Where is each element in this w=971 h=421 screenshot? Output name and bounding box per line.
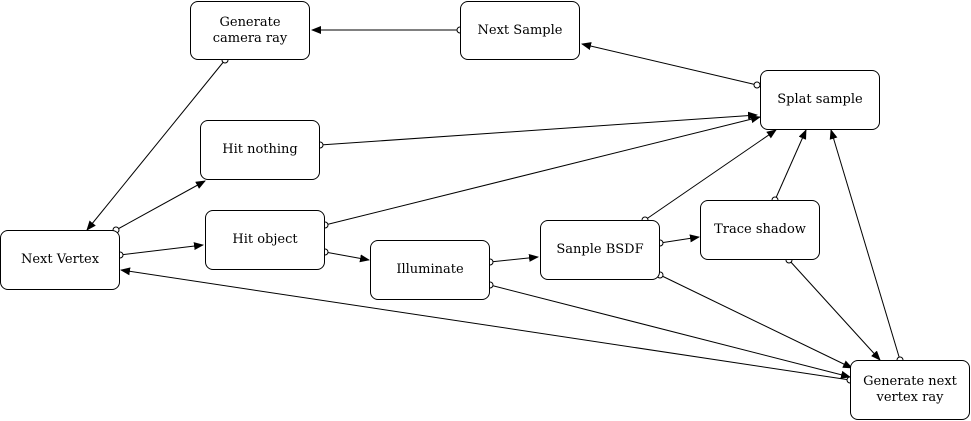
generate-camera-ray-node[interactable]: Generate camera ray (190, 1, 310, 60)
next-vertex-node[interactable]: Next Vertex (0, 230, 120, 290)
edge-generate-next-vertex-ray-to-next-vertex (120, 267, 851, 381)
splat-sample-node[interactable]: Splat sample (760, 70, 880, 130)
generate-next-vertex-ray-node[interactable]: Generate next vertex ray (850, 360, 970, 420)
edge-trace-shadow-to-splat-sample (774, 129, 807, 201)
edge-illuminate-to-sample-bsdf (489, 253, 539, 263)
edge-hit-object-to-illuminate (324, 251, 370, 263)
node-label: Splat sample (777, 92, 863, 107)
hit-object-node[interactable]: Hit object (205, 210, 325, 270)
sample-bsdf-node[interactable]: Sanple BSDF (540, 220, 660, 280)
edge-next-vertex-to-hit-nothing (115, 180, 206, 231)
node-label: Next Sample (477, 22, 563, 38)
edge-hit-object-to-splat-sample (324, 115, 761, 226)
node-label: Generate next vertex ray (863, 374, 957, 405)
edge-illuminate-to-generate-next-vertex-ray (489, 284, 851, 379)
node-label: Hit nothing (222, 142, 298, 157)
next-sample-node[interactable]: Next Sample (460, 1, 580, 60)
edge-next-vertex-to-hit-object (119, 242, 204, 256)
edge-sample-bsdf-to-generate-next-vertex-ray (659, 274, 853, 369)
node-label: Generate camera ray (212, 14, 288, 46)
edge-sample-bsdf-to-trace-shadow (659, 234, 700, 244)
edge-sample-bsdf-to-splat-sample (644, 129, 777, 221)
edge-generate-next-vertex-ray-to-splat-sample (829, 129, 901, 361)
trace-shadow-node[interactable]: Trace shadow (700, 200, 820, 260)
edge-generate-camera-ray-to-next-vertex (86, 59, 226, 231)
node-label: Trace shadow (714, 222, 806, 237)
node-label: Illuminate (396, 262, 464, 277)
node-label: Next Vertex (20, 252, 100, 267)
hit-nothing-node[interactable]: Hit nothing (200, 120, 320, 180)
node-label: Hit object (232, 232, 298, 247)
edge-splat-sample-to-next-sample (581, 42, 758, 86)
edge-hit-nothing-to-splat-sample (319, 111, 758, 146)
node-label: Sanple BSDF (556, 242, 644, 257)
edge-trace-shadow-to-generate-next-vertex-ray (788, 259, 881, 361)
illuminate-node[interactable]: Illuminate (370, 240, 490, 300)
